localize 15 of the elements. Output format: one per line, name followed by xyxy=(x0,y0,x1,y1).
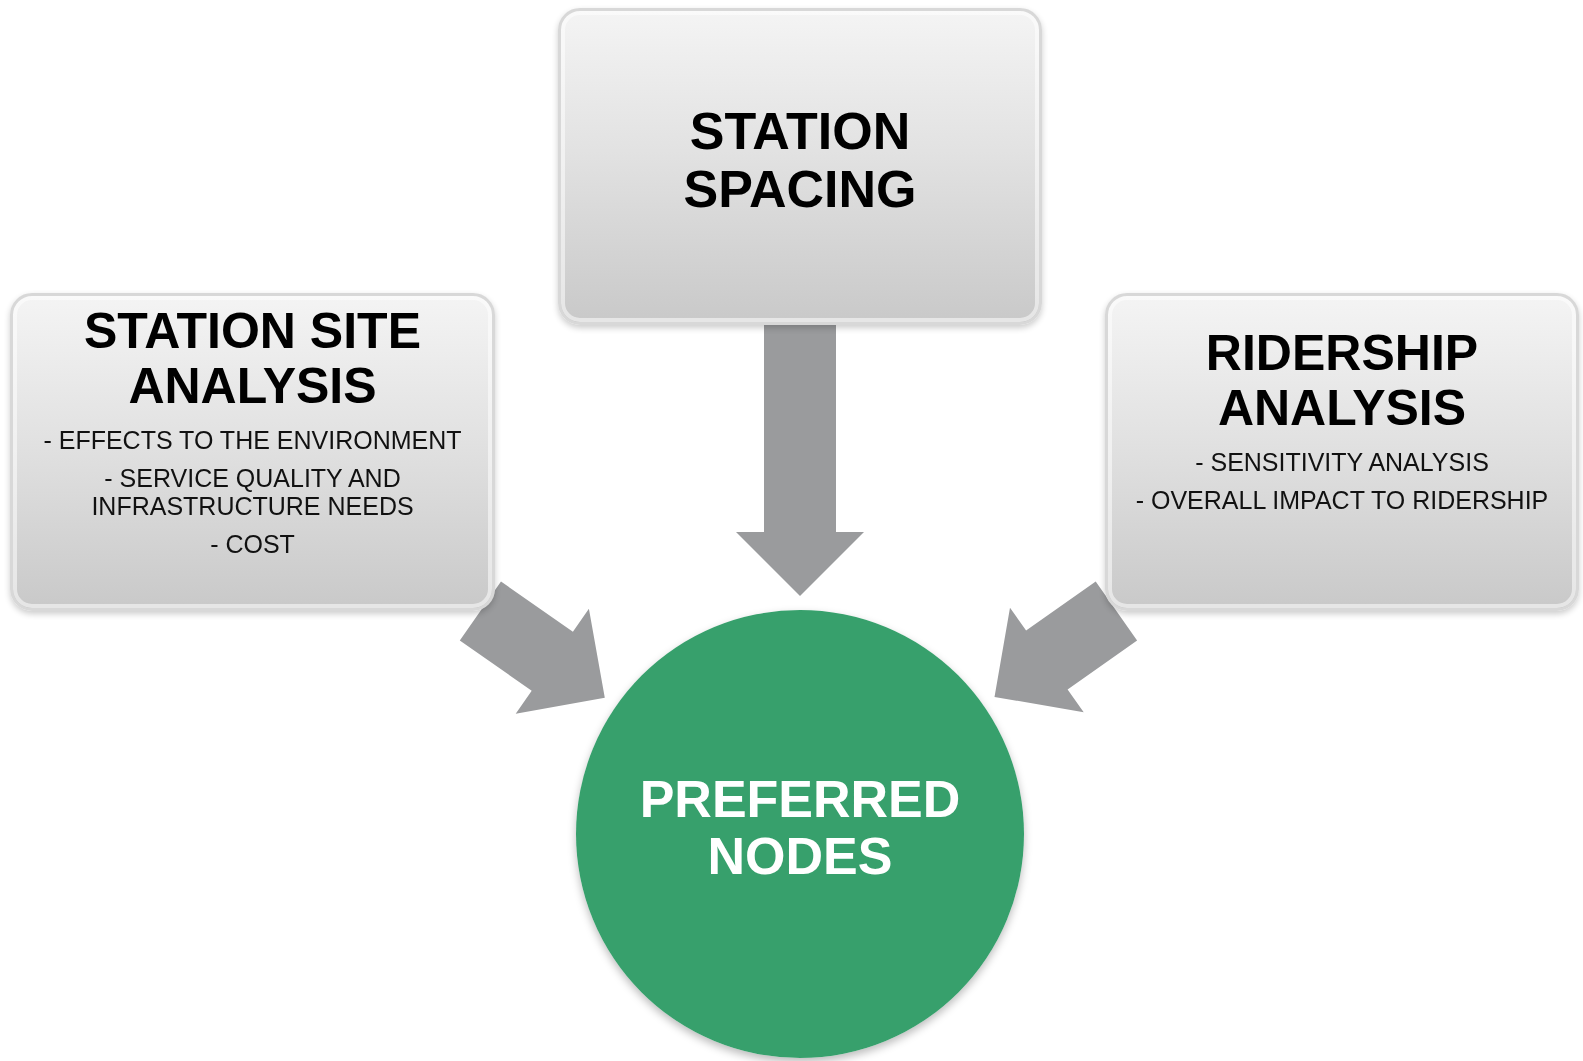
block-arrow xyxy=(736,325,864,596)
process-box xyxy=(10,293,495,611)
bullet-text: - OVERALL IMPACT TO RIDERSHIP xyxy=(1135,486,1549,514)
node-title: RIDERSHIP ANALYSIS xyxy=(1204,326,1480,436)
bullet-text: - SERVICE QUALITY AND INFRASTRUCTURE NEEDS xyxy=(90,464,415,520)
block-arrow xyxy=(994,581,1138,713)
bullet-text: - COST xyxy=(210,530,295,558)
block-arrow xyxy=(459,581,605,714)
node-title: PREFERRED NODES xyxy=(638,770,962,886)
bullet-text: - SENSITIVITY ANALYSIS xyxy=(1195,448,1489,476)
process-box xyxy=(558,8,1042,325)
process-box xyxy=(1105,293,1579,611)
bullet-text: - EFFECTS TO THE ENVIRONMENT xyxy=(43,426,462,454)
node-title: STATION SPACING xyxy=(682,103,918,218)
node-title: STATION SITE ANALYSIS xyxy=(82,304,422,414)
